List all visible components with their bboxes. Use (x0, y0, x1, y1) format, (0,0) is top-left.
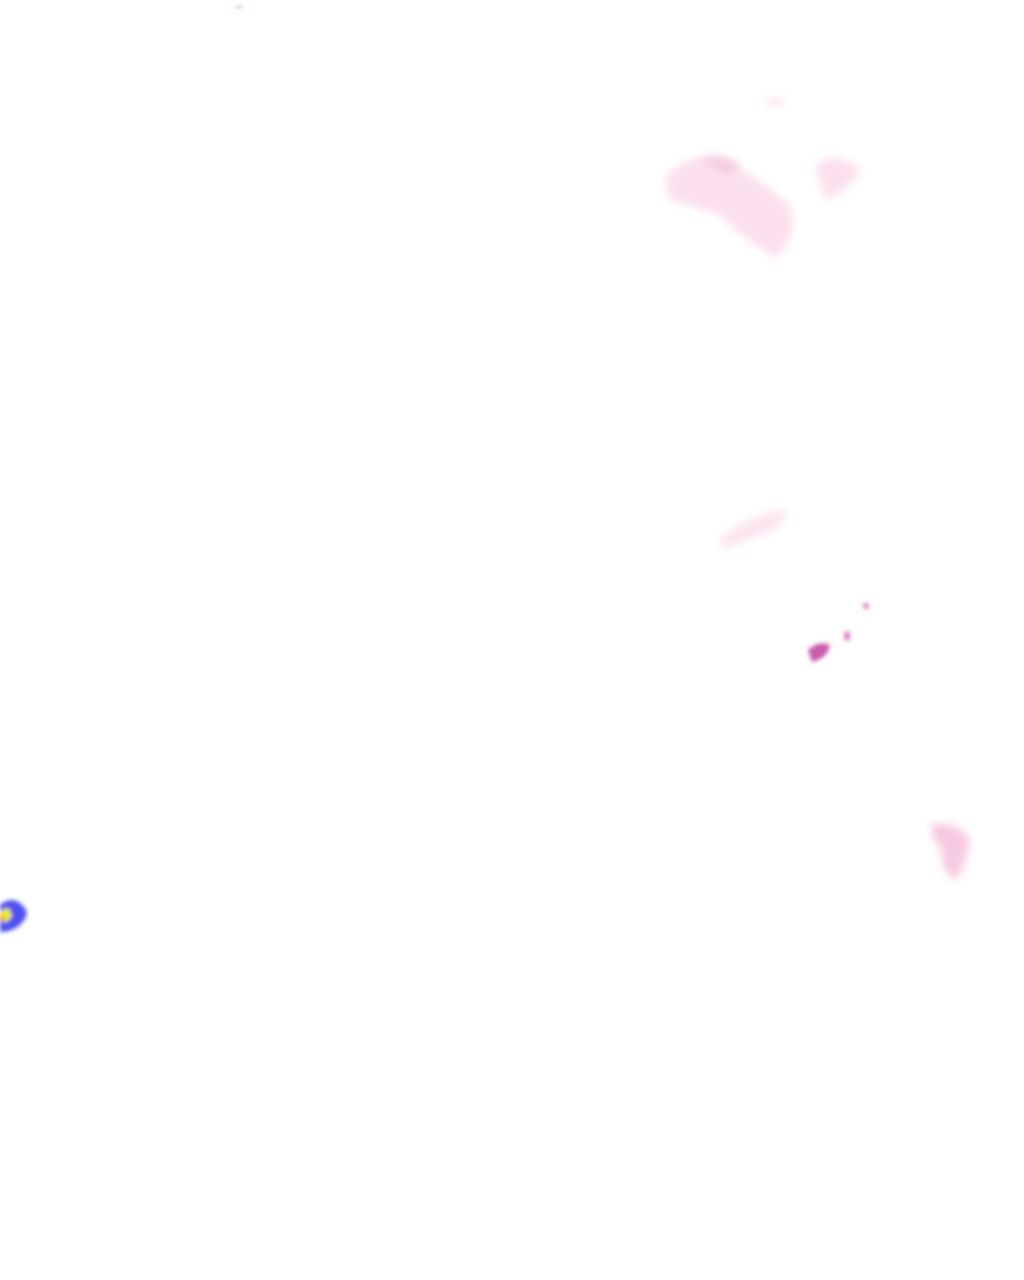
precip-cell-northeast (665, 99, 860, 258)
precip-cell-west-storm (0, 900, 27, 932)
precip-cell-east (720, 510, 786, 548)
precip-cell-magenta (808, 603, 869, 662)
precip-cell-southeast (930, 824, 970, 880)
precip-cell-top (235, 5, 243, 9)
